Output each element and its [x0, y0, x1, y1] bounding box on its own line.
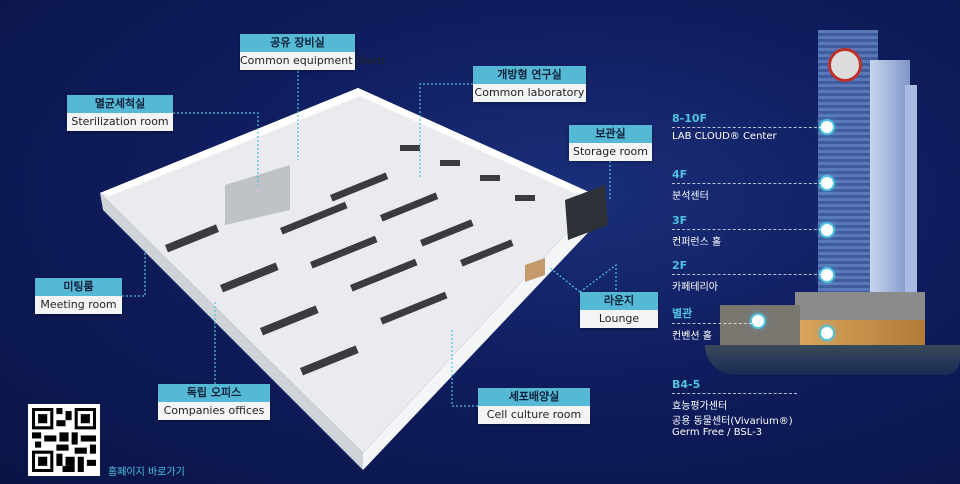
- floor-number: 2F: [672, 259, 688, 272]
- floor-number: 4F: [672, 168, 688, 181]
- floor-8-10f: 8-10F LAB CLOUD® Center: [672, 112, 827, 142]
- label-en: Meeting room: [35, 296, 122, 314]
- floor-desc: 공용 동물센터(Vivarium®): [672, 416, 793, 427]
- label-ko: 미팅룸: [35, 278, 122, 296]
- label-en: Cell culture room: [478, 406, 590, 424]
- floor-3f: 3F 컨퍼런스 홀: [672, 214, 827, 248]
- label-ko: 보관실: [569, 125, 652, 143]
- floor-marker-annex: [752, 315, 764, 327]
- floor-marker-2f: [821, 269, 833, 281]
- label-en: Companies offices: [158, 402, 270, 420]
- floor-marker-b4-5: [821, 327, 833, 339]
- label-en: Common laboratory: [473, 84, 586, 102]
- label-ko: 공유 장비실: [240, 34, 355, 52]
- label-en: Lounge: [580, 310, 658, 328]
- floor-desc: Germ Free / BSL-3: [672, 427, 763, 438]
- label-en: Sterilization room: [67, 113, 173, 131]
- label-ko: 라운지: [580, 292, 658, 310]
- qr-code[interactable]: [28, 404, 100, 476]
- floor-desc: 효능평가센터: [672, 401, 728, 412]
- qr-code-icon: [32, 408, 96, 472]
- label-en: Storage room: [569, 143, 652, 161]
- floor-marker-4f: [821, 177, 833, 189]
- floor-number: 3F: [672, 214, 688, 227]
- homepage-link[interactable]: 홈페이지 바로가기: [108, 467, 185, 478]
- building-photo: [700, 0, 960, 380]
- label-ko: 세포배양실: [478, 388, 590, 406]
- floor-4f: 4F 분석센터: [672, 168, 827, 202]
- floor-desc: 분석센터: [672, 191, 709, 202]
- floor-marker-8-10f: [821, 121, 833, 133]
- label-ko: 멸균세척실: [67, 95, 173, 113]
- building-logo: [828, 48, 862, 82]
- floor-desc: 카페테리아: [672, 282, 718, 293]
- floor-number: 8-10F: [672, 112, 708, 125]
- label-en: Common equipment room: [240, 52, 385, 70]
- label-ko: 독립 오피스: [158, 384, 270, 402]
- floor-2f: 2F 카페테리아: [672, 259, 827, 293]
- label-ko: 개방형 연구실: [473, 66, 586, 84]
- floor-number: B4-5: [672, 378, 701, 391]
- floor-desc: 컨벤션 홀: [672, 331, 712, 342]
- floor-desc: 컨퍼런스 홀: [672, 237, 722, 248]
- floor-number: 별관: [672, 307, 693, 320]
- floor-desc: LAB CLOUD® Center: [672, 131, 777, 142]
- floor-marker-3f: [821, 224, 833, 236]
